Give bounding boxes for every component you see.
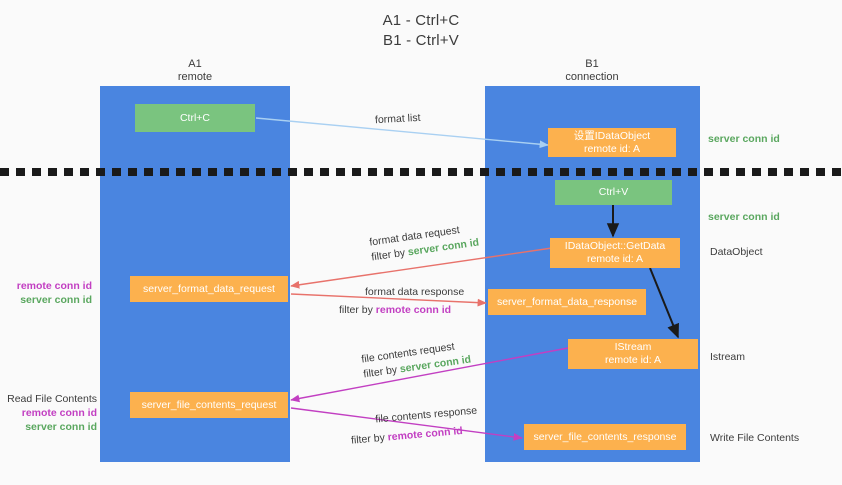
right-label-dataobject: DataObject [710,246,763,258]
left-label-remote-conn-id-2: remote conn id [21,407,97,419]
edge-label-format-list-text: format list [374,111,421,127]
node-ctrl-v-label: Ctrl+V [598,186,629,198]
node-server-file-contents-request-label: server_file_contents_request [141,398,277,411]
node-ctrl-c[interactable]: Ctrl+C [135,104,255,132]
left-label-group-file: Read File Contents remote conn id server… [0,392,97,434]
diagram-title: A1 - Ctrl+C B1 - Ctrl+V [0,11,842,51]
edge-filter-value: remote conn id [387,424,464,444]
edge-label-format-data-response: format data response filter by remote co… [339,285,465,318]
edge-label-format-data-request: format data request filter by server con… [368,221,480,266]
node-getdata[interactable]: IDataObject::GetData remote id: A [550,238,680,268]
node-ctrl-c-label: Ctrl+C [179,111,211,124]
edge-filter-prefix: filter by [370,246,409,264]
title-line-2: B1 - Ctrl+V [383,32,459,49]
right-label-server-conn-id-2: server conn id [708,211,780,223]
node-istream-line1: IStream [614,341,652,353]
column-header-b1-name: B1 [585,58,599,70]
column-header-a1-sub: remote [177,71,213,83]
column-header-a1: A1 remote [95,58,295,84]
node-server-format-data-request[interactable]: server_format_data_request [130,276,288,302]
edge-label-file-contents-response: file contents response filter by remote … [351,404,480,447]
right-label-server-conn-id-1: server conn id [708,133,780,145]
edge-label-format-data-response-filter: filter by remote conn id [339,303,464,318]
left-label-server-conn-id-2: server conn id [25,421,97,433]
edge-label-format-list: format list [375,111,421,128]
node-set-dataobject-line1: 设置IDataObject [573,129,651,142]
edge-filter-value: remote conn id [375,304,452,316]
left-label-group-format: remote conn id server conn id [0,279,92,307]
node-set-dataobject-line2: remote id: A [583,142,641,155]
edge-filter-prefix: filter by [362,363,401,381]
left-label-remote-conn-id-1: remote conn id [16,280,92,292]
left-label-server-conn-id-1: server conn id [20,294,92,306]
node-server-format-data-request-label: server_format_data_request [143,282,275,295]
node-getdata-line1: IDataObject::GetData [564,240,666,252]
node-server-format-data-response-label: server_format_data_response [496,295,638,308]
node-server-format-data-response[interactable]: server_format_data_response [488,289,646,315]
node-istream[interactable]: IStream remote id: A [568,339,698,369]
right-label-write-file-contents: Write File Contents [710,432,800,444]
phase-divider [0,168,842,176]
node-ctrl-v[interactable]: Ctrl+V [555,180,672,205]
edge-label-file-contents-response-filter: filter by remote conn id [350,423,479,449]
right-label-istream: Istream [710,351,746,363]
edge-filter-prefix: filter by [350,431,389,447]
edge-label-file-contents-request: file contents request filter by server c… [360,338,472,383]
edge-label-format-data-response-line1: format data response [365,286,465,298]
left-label-read-file-contents: Read File Contents [7,393,97,405]
column-header-a1-name: A1 [188,58,202,70]
node-server-file-contents-response[interactable]: server_file_contents_response [524,424,686,450]
node-istream-line2: remote id: A [604,354,662,366]
title-line-1: A1 - Ctrl+C [382,12,460,29]
column-header-b1-sub: connection [565,71,619,83]
column-header-b1: B1 connection [492,58,692,84]
node-server-file-contents-response-label: server_file_contents_response [533,430,677,443]
node-set-dataobject[interactable]: 设置IDataObject remote id: A [548,128,676,157]
node-server-file-contents-request[interactable]: server_file_contents_request [130,392,288,418]
edge-filter-prefix: filter by [339,304,376,316]
node-getdata-line2: remote id: A [586,253,644,265]
